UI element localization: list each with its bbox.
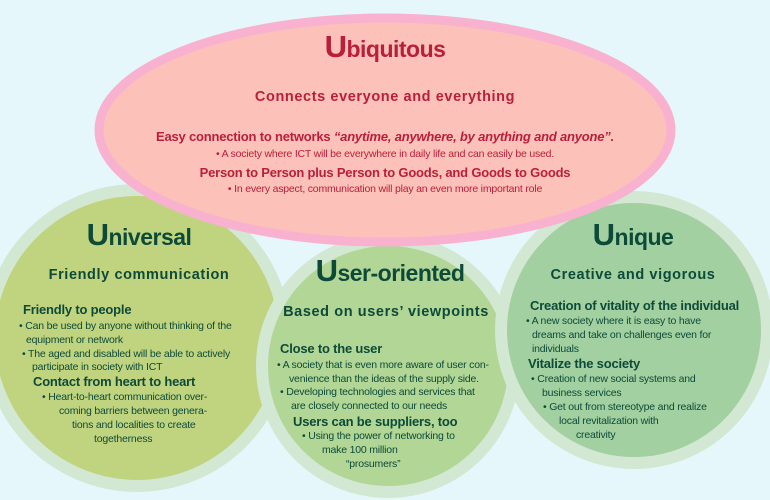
- universal-line: participate in society with ICT: [32, 361, 163, 373]
- unique-heading-2: Vitalize the society: [528, 356, 641, 371]
- unique-circle: [495, 191, 770, 469]
- user-oriented-line: “prosumers”: [346, 458, 401, 470]
- unique-line: • Creation of new social systems and: [531, 373, 696, 385]
- user-oriented-title-text: User-oriented: [315, 253, 465, 288]
- user-oriented-title: User-oriented: [315, 253, 465, 288]
- ubiquitous-bullet1: • A society where ICT will be everywhere…: [215, 148, 555, 160]
- universal-line: coming barriers between genera-: [59, 405, 207, 417]
- unique-line: dreams and take on challenges even for: [532, 329, 712, 341]
- user-oriented-line: • Using the power of networking to: [302, 430, 455, 442]
- unique-line: individuals: [532, 343, 579, 355]
- ubiquitous-ellipse: [94, 13, 676, 247]
- ubiquitous-title: Ubiquitous: [324, 29, 446, 64]
- unique-heading-1: Creation of vitality of the individual: [530, 298, 740, 313]
- unique-line: business services: [542, 387, 622, 399]
- universal-line: togetherness: [94, 433, 153, 445]
- ubiquitous-bullet2: • In every aspect, communication will pl…: [227, 183, 543, 195]
- universal-line: tions and localities to create: [72, 419, 196, 431]
- unique-title-text: Unique: [592, 217, 674, 252]
- universal-title-text: Universal: [86, 217, 192, 252]
- user-oriented-subtitle: Based on users’ viewpoints: [283, 304, 489, 320]
- ubiquitous-line1-plain: Easy connection to networks: [155, 129, 334, 144]
- user-oriented-line: • Developing technologies and services t…: [280, 386, 475, 398]
- user-oriented-heading-2: Users can be suppliers, too: [293, 414, 458, 429]
- unique-title: Unique: [592, 217, 674, 252]
- unique-line: local revitalization with: [559, 415, 659, 427]
- ubiquitous-subtitle: Connects everyone and everything: [254, 89, 516, 105]
- universal-subtitle: Friendly communication: [48, 267, 230, 283]
- universal-line: equipment or network: [26, 334, 123, 346]
- unique-line: creativity: [576, 429, 616, 441]
- universal-heading-1: Friendly to people: [23, 302, 132, 317]
- universal-line: • Heart-to-heart communication over-: [42, 391, 208, 403]
- universal-heading-2: Contact from heart to heart: [33, 374, 196, 389]
- ubiquitous-title-text: Ubiquitous: [324, 29, 446, 64]
- user-oriented-heading-1: Close to the user: [280, 341, 383, 356]
- user-oriented-line: are closely connected to our needs: [291, 400, 448, 412]
- universal-line: • Can be used by anyone without thinking…: [19, 320, 232, 332]
- universal-line: • The aged and disabled will be able to …: [22, 348, 231, 360]
- unique-subtitle: Creative and vigorous: [550, 267, 716, 283]
- ubiquitous-line1: Easy connection to networks “anytime, an…: [156, 130, 614, 144]
- unique-line: • Get out from stereotype and realize: [543, 401, 707, 413]
- user-oriented-line: make 100 million: [322, 444, 398, 456]
- user-oriented-line: • A society that is even more aware of u…: [277, 359, 489, 371]
- ubiquitous-line2: Person to Person plus Person to Goods, a…: [199, 165, 571, 180]
- unique-line: • A new society where it is easy to have: [526, 315, 701, 327]
- ubiquitous-line1-emphasis: “anytime, anywhere, by anything and anyo…: [333, 129, 615, 144]
- universal-title: Universal: [86, 217, 192, 252]
- user-oriented-line: venience than the ideas of the supply si…: [289, 373, 479, 385]
